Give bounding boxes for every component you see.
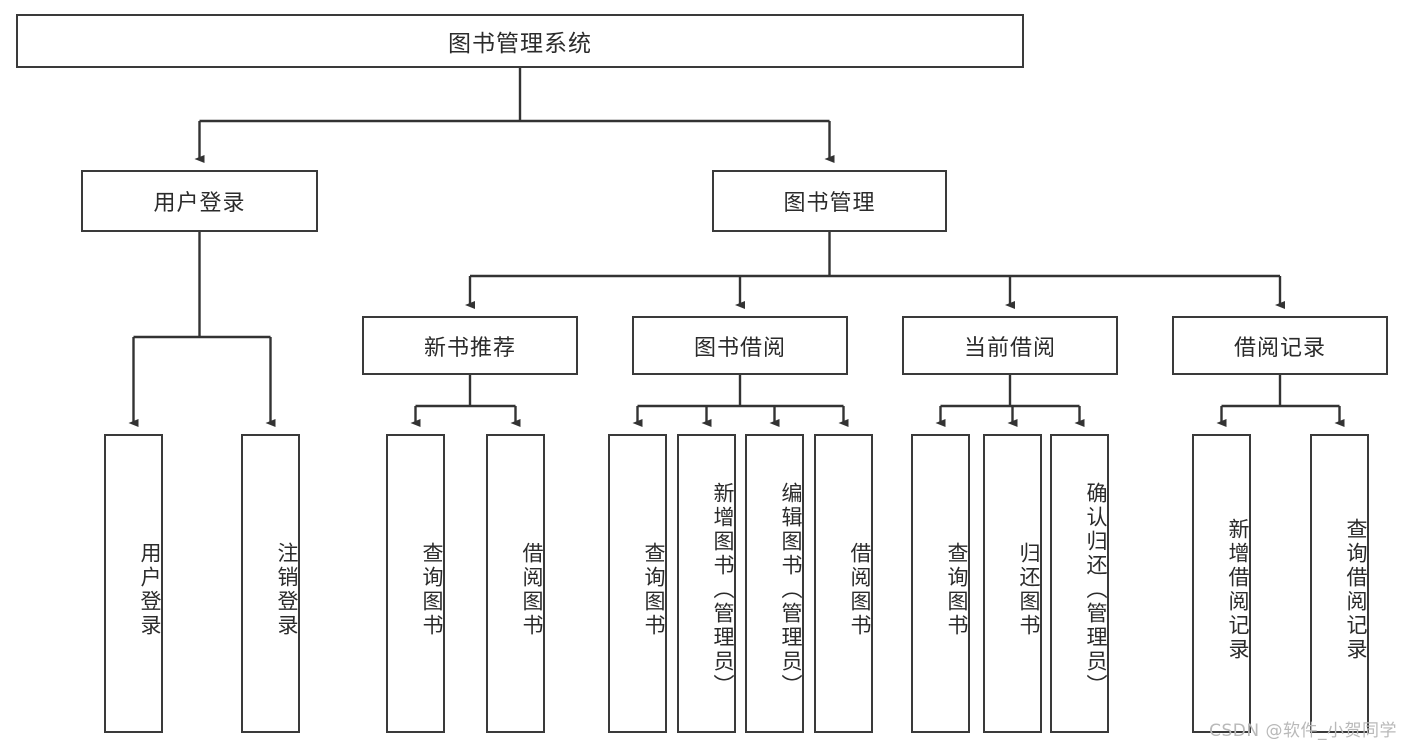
node-borrow[interactable]: 图书借阅 [632,316,848,375]
node-label: 新增借阅记录 [1226,517,1250,662]
node-label: 查询图书 [420,541,444,638]
node-l5[interactable]: 查询图书 [608,434,667,733]
node-l3[interactable]: 查询图书 [386,434,445,733]
connector-bus [470,232,1280,278]
node-bookmgmt[interactable]: 图书管理 [712,170,947,232]
node-l1[interactable]: 用户登录 [104,434,163,733]
node-label: 用户登录 [153,191,246,216]
node-login[interactable]: 用户登录 [81,170,318,232]
node-label: 注销登录 [275,541,299,638]
node-l8[interactable]: 借阅图书 [814,434,873,733]
node-label: 确认归还（管理员） [1084,481,1108,698]
node-label: 编辑图书（管理员） [779,481,803,698]
node-records[interactable]: 借阅记录 [1172,316,1388,375]
node-label: 用户登录 [138,541,162,638]
connector-bus [1221,375,1340,408]
node-l6[interactable]: 新增图书（管理员） [677,434,736,733]
node-l10[interactable]: 归还图书 [983,434,1042,733]
node-label: 查询借阅记录 [1344,517,1368,662]
node-label: 查询图书 [945,541,969,638]
node-l2[interactable]: 注销登录 [241,434,300,733]
connector-bus [415,375,516,408]
connector-bus [940,375,1080,408]
node-label: 查询图书 [642,541,666,638]
node-label: 新增图书（管理员） [711,481,735,698]
node-root[interactable]: 图书管理系统 [16,14,1024,68]
node-label: 借阅记录 [1233,335,1326,361]
edge-group [128,68,1345,427]
node-label: 归还图书 [1017,541,1041,638]
node-l12[interactable]: 新增借阅记录 [1192,434,1251,733]
node-l4[interactable]: 借阅图书 [486,434,545,733]
node-label: 图书借阅 [693,335,786,361]
connector-bus [199,68,830,123]
connector-bus [637,375,844,408]
node-newrec[interactable]: 新书推荐 [362,316,578,375]
node-label: 借阅图书 [520,541,544,638]
node-label: 当前借阅 [963,335,1056,361]
node-l13[interactable]: 查询借阅记录 [1310,434,1369,733]
node-l7[interactable]: 编辑图书（管理员） [745,434,804,733]
node-label: 图书管理 [783,191,876,216]
node-current[interactable]: 当前借阅 [902,316,1118,375]
connector-bus [133,232,271,339]
node-label: 图书管理系统 [448,31,592,57]
node-label: 新书推荐 [423,335,516,361]
node-l11[interactable]: 确认归还（管理员） [1050,434,1109,733]
node-label: 借阅图书 [848,541,872,638]
node-l9[interactable]: 查询图书 [911,434,970,733]
